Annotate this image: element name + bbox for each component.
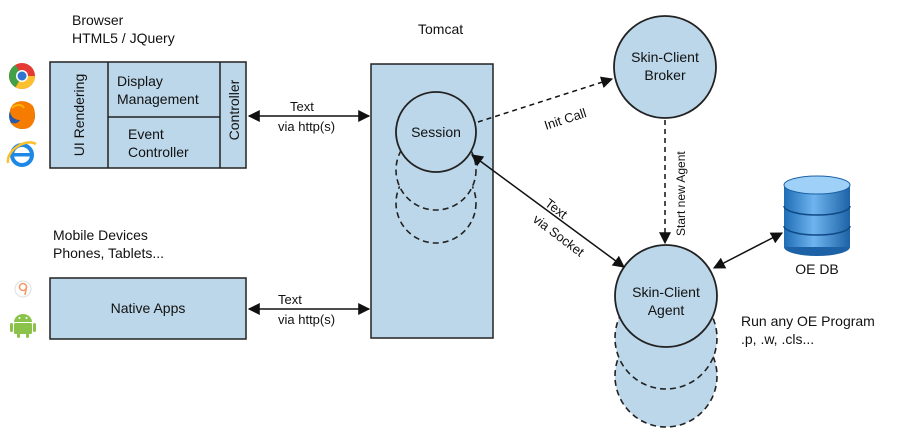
program-label-2: .p, .w, .cls...: [741, 331, 814, 347]
init-call-label: Init Call: [542, 105, 588, 133]
native-apps-box: [49, 277, 247, 340]
session-label: Session: [411, 124, 461, 140]
browser-box: [49, 61, 247, 169]
browser-subtitle: HTML5 / JQuery: [72, 30, 175, 46]
tomcat-title: Tomcat: [418, 21, 463, 37]
agent-label-2: Agent: [648, 302, 685, 318]
event-label-1: Event: [128, 126, 164, 142]
agent-node: [614, 244, 718, 348]
broker-label-2: Broker: [644, 67, 686, 83]
browser-arrow-via: via http(s): [278, 119, 335, 134]
ie-icon: [6, 141, 37, 167]
browser-title: Browser: [72, 12, 124, 28]
display-label-2: Management: [117, 91, 199, 107]
native-apps-label: Native Apps: [111, 300, 186, 316]
event-label-2: Controller: [128, 144, 189, 160]
session-node: [395, 91, 477, 173]
mobile-arrow-text: Text: [278, 292, 302, 307]
database-icon: [783, 175, 851, 256]
firefox-icon: [9, 101, 35, 130]
mobile-arrow-via: via http(s): [278, 312, 335, 327]
display-label-1: Display: [117, 73, 163, 89]
start-agent-label: Start new Agent: [674, 151, 688, 236]
agent-label-1: Skin-Client: [632, 284, 700, 300]
db-label: OE DB: [795, 261, 839, 277]
chrome-icon: [8, 63, 36, 90]
init-call-arrow: [477, 76, 614, 123]
agent-db-arrow: [712, 232, 784, 269]
socket-arrow: [471, 154, 625, 268]
ui-rendering-label: UI Rendering: [71, 74, 87, 157]
program-label-1: Run any OE Program: [741, 313, 875, 329]
browser-arrow-text: Text: [290, 99, 314, 114]
mobile-subtitle: Phones, Tablets...: [53, 245, 164, 261]
android-icon: [10, 314, 36, 338]
broker-node: [613, 15, 717, 119]
mobile-title: Mobile Devices: [53, 227, 148, 243]
controller-label: Controller: [226, 79, 242, 140]
ios-icon: [14, 280, 32, 298]
broker-label-1: Skin-Client: [631, 49, 699, 65]
